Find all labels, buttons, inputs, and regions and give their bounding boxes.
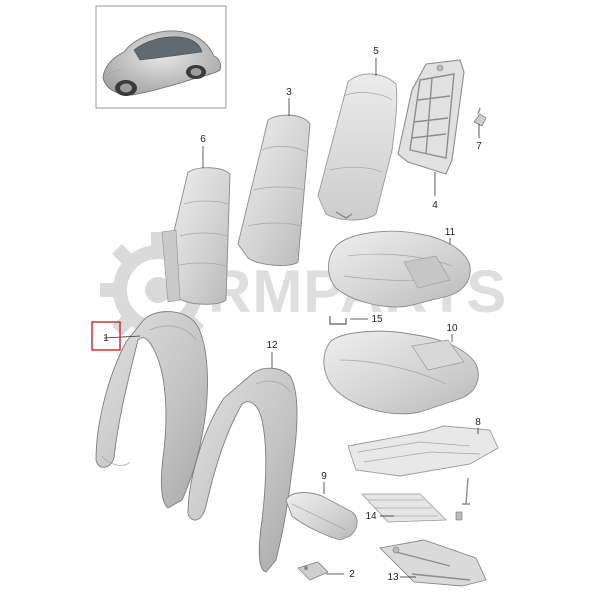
car-icon	[102, 30, 222, 96]
callout-13[interactable]: 13	[387, 572, 399, 583]
callout-8[interactable]: 8	[475, 417, 481, 428]
callout-1[interactable]: 1	[103, 333, 109, 344]
part-11-seat-cushion[interactable]	[328, 230, 471, 308]
callout-2[interactable]: 2	[349, 569, 355, 580]
part-6-backrest-pad[interactable]	[161, 167, 231, 305]
callout-6[interactable]: 6	[200, 134, 206, 145]
callout-14[interactable]: 14	[365, 511, 377, 522]
part-13-mounting-plate[interactable]	[379, 539, 487, 587]
part-3-backrest-cushion[interactable]	[237, 114, 311, 266]
part-2-bracket[interactable]	[297, 561, 329, 581]
callout-5[interactable]: 5	[373, 46, 379, 57]
callout-9[interactable]: 9	[321, 471, 327, 482]
part-5-backrest-panel[interactable]	[317, 73, 398, 221]
car-thumbnail	[95, 5, 227, 109]
callout-7[interactable]: 7	[476, 141, 482, 152]
callouts: 1 2 3 4 5 6 7 8 9 10 11 12 13 14 15	[103, 46, 482, 583]
part-1-side-bolster[interactable]	[95, 311, 208, 509]
part-7-clip[interactable]	[473, 107, 487, 127]
callout-4[interactable]: 4	[432, 200, 438, 211]
callout-3[interactable]: 3	[286, 87, 292, 98]
part-10-seat-cushion-base[interactable]	[323, 330, 479, 415]
part-9-side-trim[interactable]	[285, 492, 358, 541]
part-12-bolster-shell[interactable]	[187, 367, 298, 573]
part-15-clip[interactable]	[329, 316, 347, 325]
callout-10[interactable]: 10	[446, 323, 458, 334]
callout-15[interactable]: 15	[371, 314, 383, 325]
callout-11[interactable]: 11	[445, 227, 456, 238]
part-8-seat-mat[interactable]	[347, 425, 499, 521]
part-14-flat-mat[interactable]	[361, 493, 447, 523]
callout-12[interactable]: 12	[266, 340, 278, 351]
highlight-box	[91, 321, 121, 351]
leader-lines	[103, 58, 480, 578]
part-4-backrest-frame[interactable]	[397, 59, 465, 175]
